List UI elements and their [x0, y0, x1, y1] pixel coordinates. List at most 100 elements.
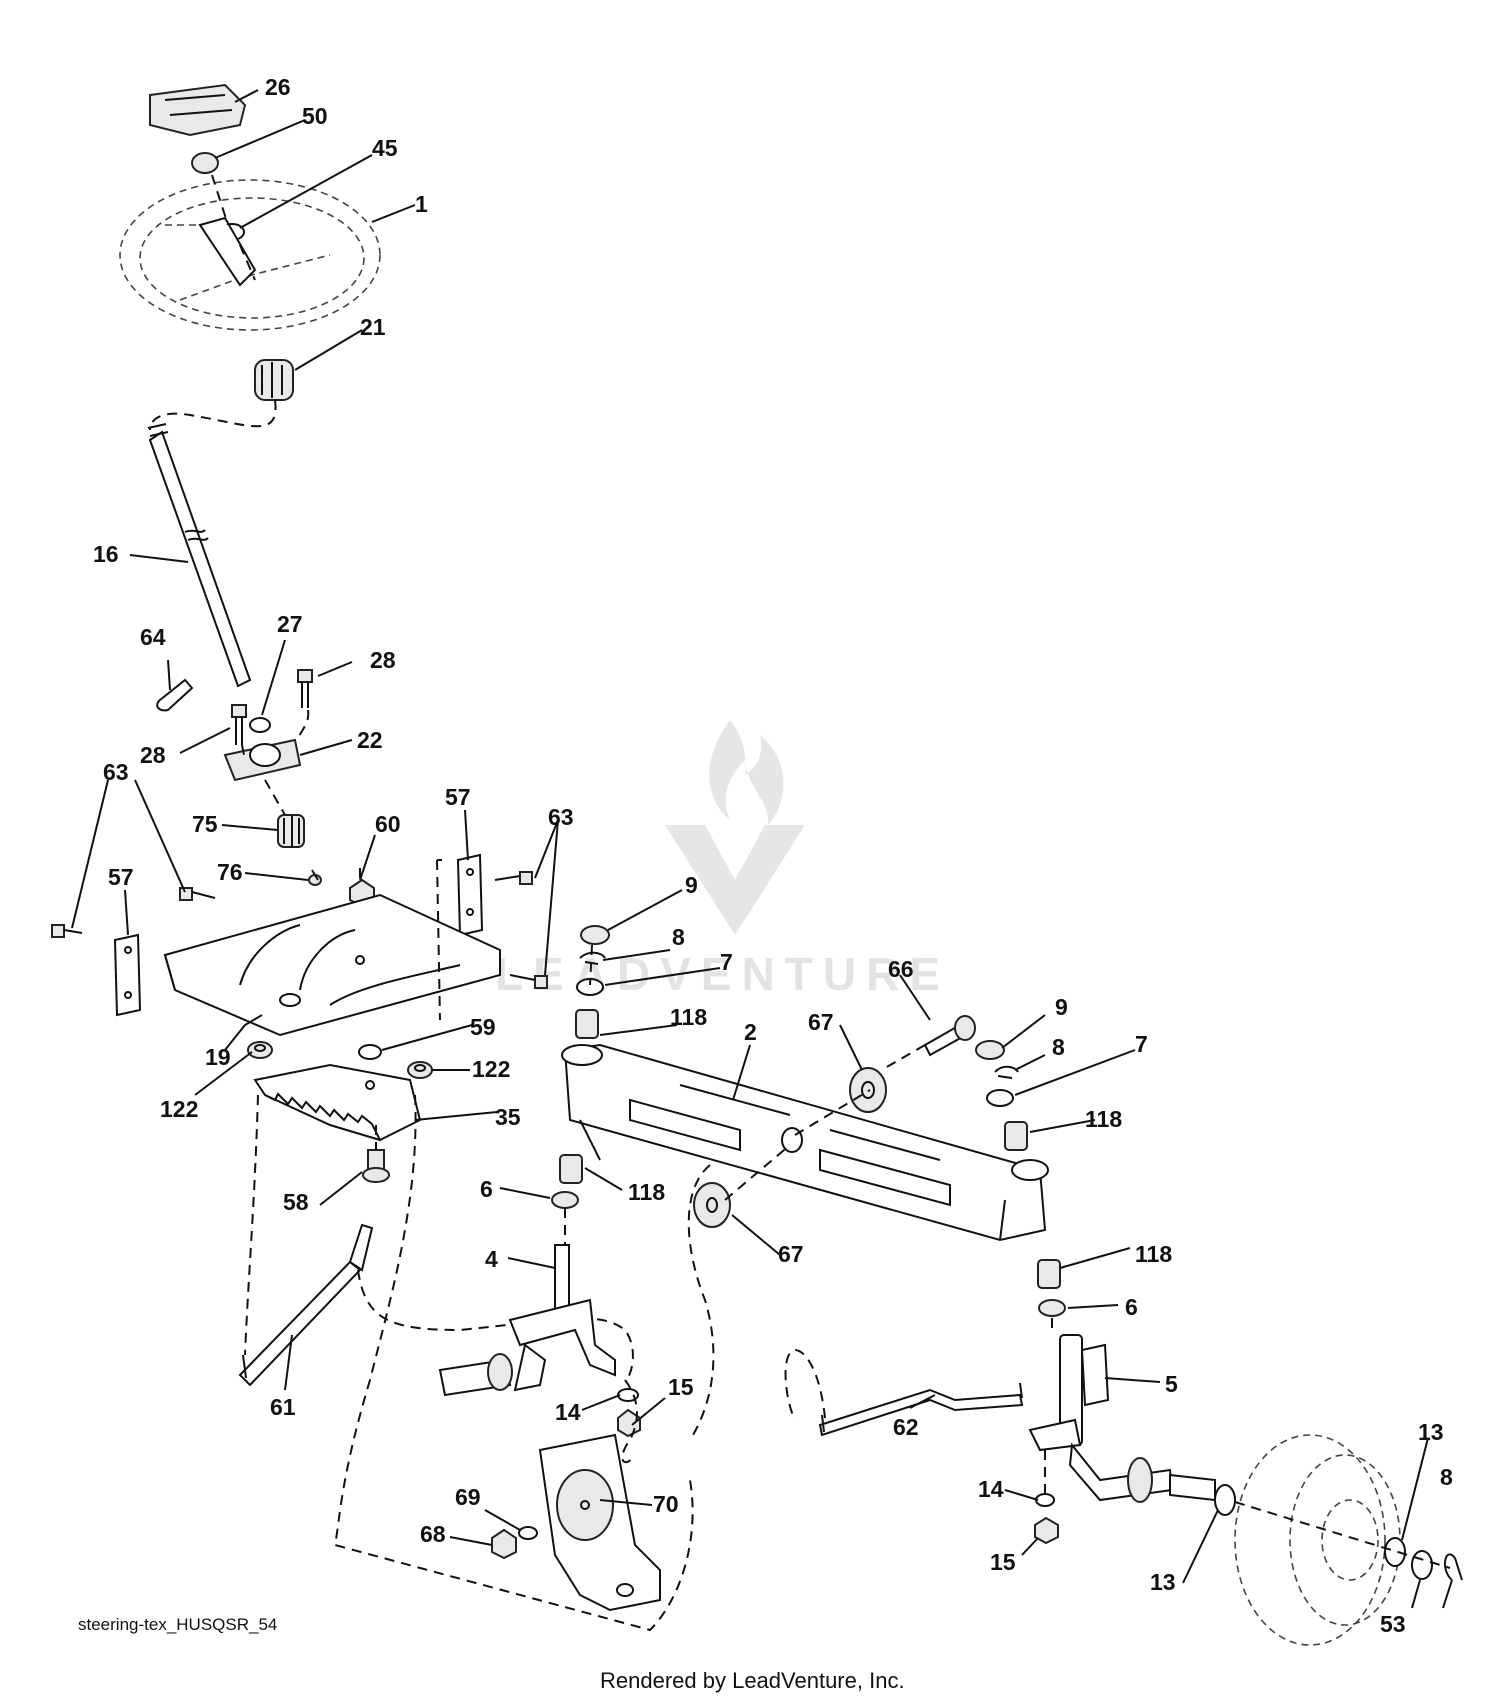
callout-19: 19	[205, 1044, 231, 1070]
callout-63-left: 63	[103, 759, 129, 785]
callout-76: 76	[217, 859, 243, 885]
callout-13-right: 13	[1418, 1419, 1444, 1445]
callout-64: 64	[140, 624, 166, 650]
callout-15-left: 15	[668, 1374, 694, 1400]
tie-rod-62	[818, 1382, 1024, 1437]
callout-6-left: 6	[480, 1176, 493, 1202]
callout-8-right: 8	[1052, 1034, 1065, 1060]
callout-4: 4	[485, 1246, 498, 1272]
callout-28-right: 28	[370, 647, 396, 673]
bushing-118-left-upper	[575, 1009, 599, 1039]
callout-69: 69	[455, 1484, 481, 1510]
bolt-28-right	[297, 669, 313, 708]
bushing-118-right-upper	[1004, 1121, 1028, 1151]
drag-link-61	[238, 1223, 374, 1387]
callout-57-right: 57	[445, 784, 471, 810]
bracket-57-left	[113, 933, 142, 1017]
callout-61: 61	[270, 1394, 296, 1420]
callout-67-lower: 67	[778, 1241, 804, 1267]
callout-118-mid-right: 118	[1135, 1241, 1172, 1267]
callout-45: 45	[372, 135, 398, 161]
callout-7-right: 7	[1135, 1031, 1148, 1057]
rendered-by-footer: Rendered by LeadVenture, Inc.	[600, 1668, 905, 1693]
washer-6-right	[1038, 1299, 1066, 1317]
callout-67-upper: 67	[808, 1009, 834, 1035]
callout-58: 58	[283, 1189, 309, 1215]
nut-68	[491, 1528, 517, 1560]
washer-6-left	[551, 1191, 579, 1209]
callout-28-left: 28	[140, 742, 166, 768]
steering-cap	[149, 83, 247, 137]
callout-118-top-left: 118	[670, 1004, 707, 1030]
callout-118-top-right: 118	[1085, 1106, 1122, 1132]
callout-15-right: 15	[990, 1549, 1016, 1575]
callout-75: 75	[192, 811, 218, 837]
callout-1: 1	[415, 191, 428, 217]
adapter-21	[254, 359, 294, 401]
clip-8-wheel	[1444, 1553, 1463, 1581]
washer-13-outer	[1384, 1537, 1406, 1567]
mounting-plate-70	[538, 1433, 661, 1612]
callout-62: 62	[893, 1414, 919, 1440]
bolt-63-top-left	[179, 887, 216, 901]
washer-7-right	[986, 1089, 1014, 1107]
callout-9-left: 9	[685, 872, 698, 898]
bushing-122-right	[407, 1061, 433, 1079]
callout-53: 53	[1380, 1611, 1406, 1637]
callout-6-right: 6	[1125, 1294, 1138, 1320]
callout-60: 60	[375, 811, 401, 837]
sector-gear-35	[253, 1063, 422, 1142]
washer-67-lower	[693, 1182, 731, 1228]
bushing-122-left	[247, 1041, 273, 1059]
clip-8-right	[994, 1065, 1019, 1079]
callout-14-right: 14	[978, 1476, 1004, 1502]
callout-70: 70	[653, 1491, 679, 1517]
drawing-caption: steering-tex_HUSQSR_54	[78, 1615, 277, 1634]
cap-9-left	[580, 925, 610, 945]
spindle-4-left	[438, 1244, 616, 1397]
washer-27	[249, 717, 271, 733]
pinion-gear-75	[277, 814, 305, 848]
callout-57-left: 57	[108, 864, 134, 890]
washer-14-right	[1035, 1493, 1055, 1507]
leader-lines	[71, 89, 1453, 1609]
callout-13-left: 13	[1150, 1569, 1176, 1595]
callout-59: 59	[470, 1014, 496, 1040]
callout-27: 27	[277, 611, 303, 637]
watermark-logo: LEADVENTURE	[495, 720, 950, 1000]
bracket-57-right	[456, 853, 484, 937]
washer-67-upper	[849, 1067, 887, 1113]
steering-wheel	[119, 179, 381, 331]
spindle-5-right	[1028, 1334, 1216, 1503]
callout-5: 5	[1165, 1371, 1178, 1397]
callout-9-right: 9	[1055, 994, 1068, 1020]
pin-64	[156, 678, 194, 712]
callout-35: 35	[495, 1104, 521, 1130]
steering-plate-19	[163, 893, 501, 1037]
callout-68: 68	[420, 1521, 446, 1547]
callout-122-right: 122	[472, 1056, 510, 1082]
pivot-bolt-66	[923, 1015, 976, 1057]
front-wheel	[1234, 1434, 1401, 1646]
callout-2: 2	[744, 1019, 757, 1045]
callout-118-mid-left: 118	[628, 1179, 665, 1205]
front-axle-2	[561, 1043, 1049, 1242]
nut-50	[191, 152, 219, 174]
bushing-118-left-lower	[559, 1154, 583, 1184]
callout-66: 66	[888, 956, 914, 982]
callout-50: 50	[302, 103, 328, 129]
washer-69	[518, 1526, 538, 1540]
bolt-63-upper-right	[494, 871, 533, 885]
bolt-28-left	[231, 704, 247, 745]
callout-26: 26	[265, 74, 291, 100]
cap-9-right	[975, 1040, 1005, 1060]
washer-13-inner	[1214, 1484, 1236, 1516]
washer-59	[358, 1044, 382, 1060]
callout-labels: 26 50 45 1 21 16 64 27 28 28 22 63 63 75…	[93, 74, 1453, 1637]
callout-63-right: 63	[548, 804, 574, 830]
callout-14-left: 14	[555, 1399, 581, 1425]
callout-21: 21	[360, 314, 386, 340]
shoulder-bolt-58	[362, 1149, 390, 1183]
watermark-text: LEADVENTURE	[495, 948, 950, 1000]
bolt-76	[308, 869, 322, 886]
